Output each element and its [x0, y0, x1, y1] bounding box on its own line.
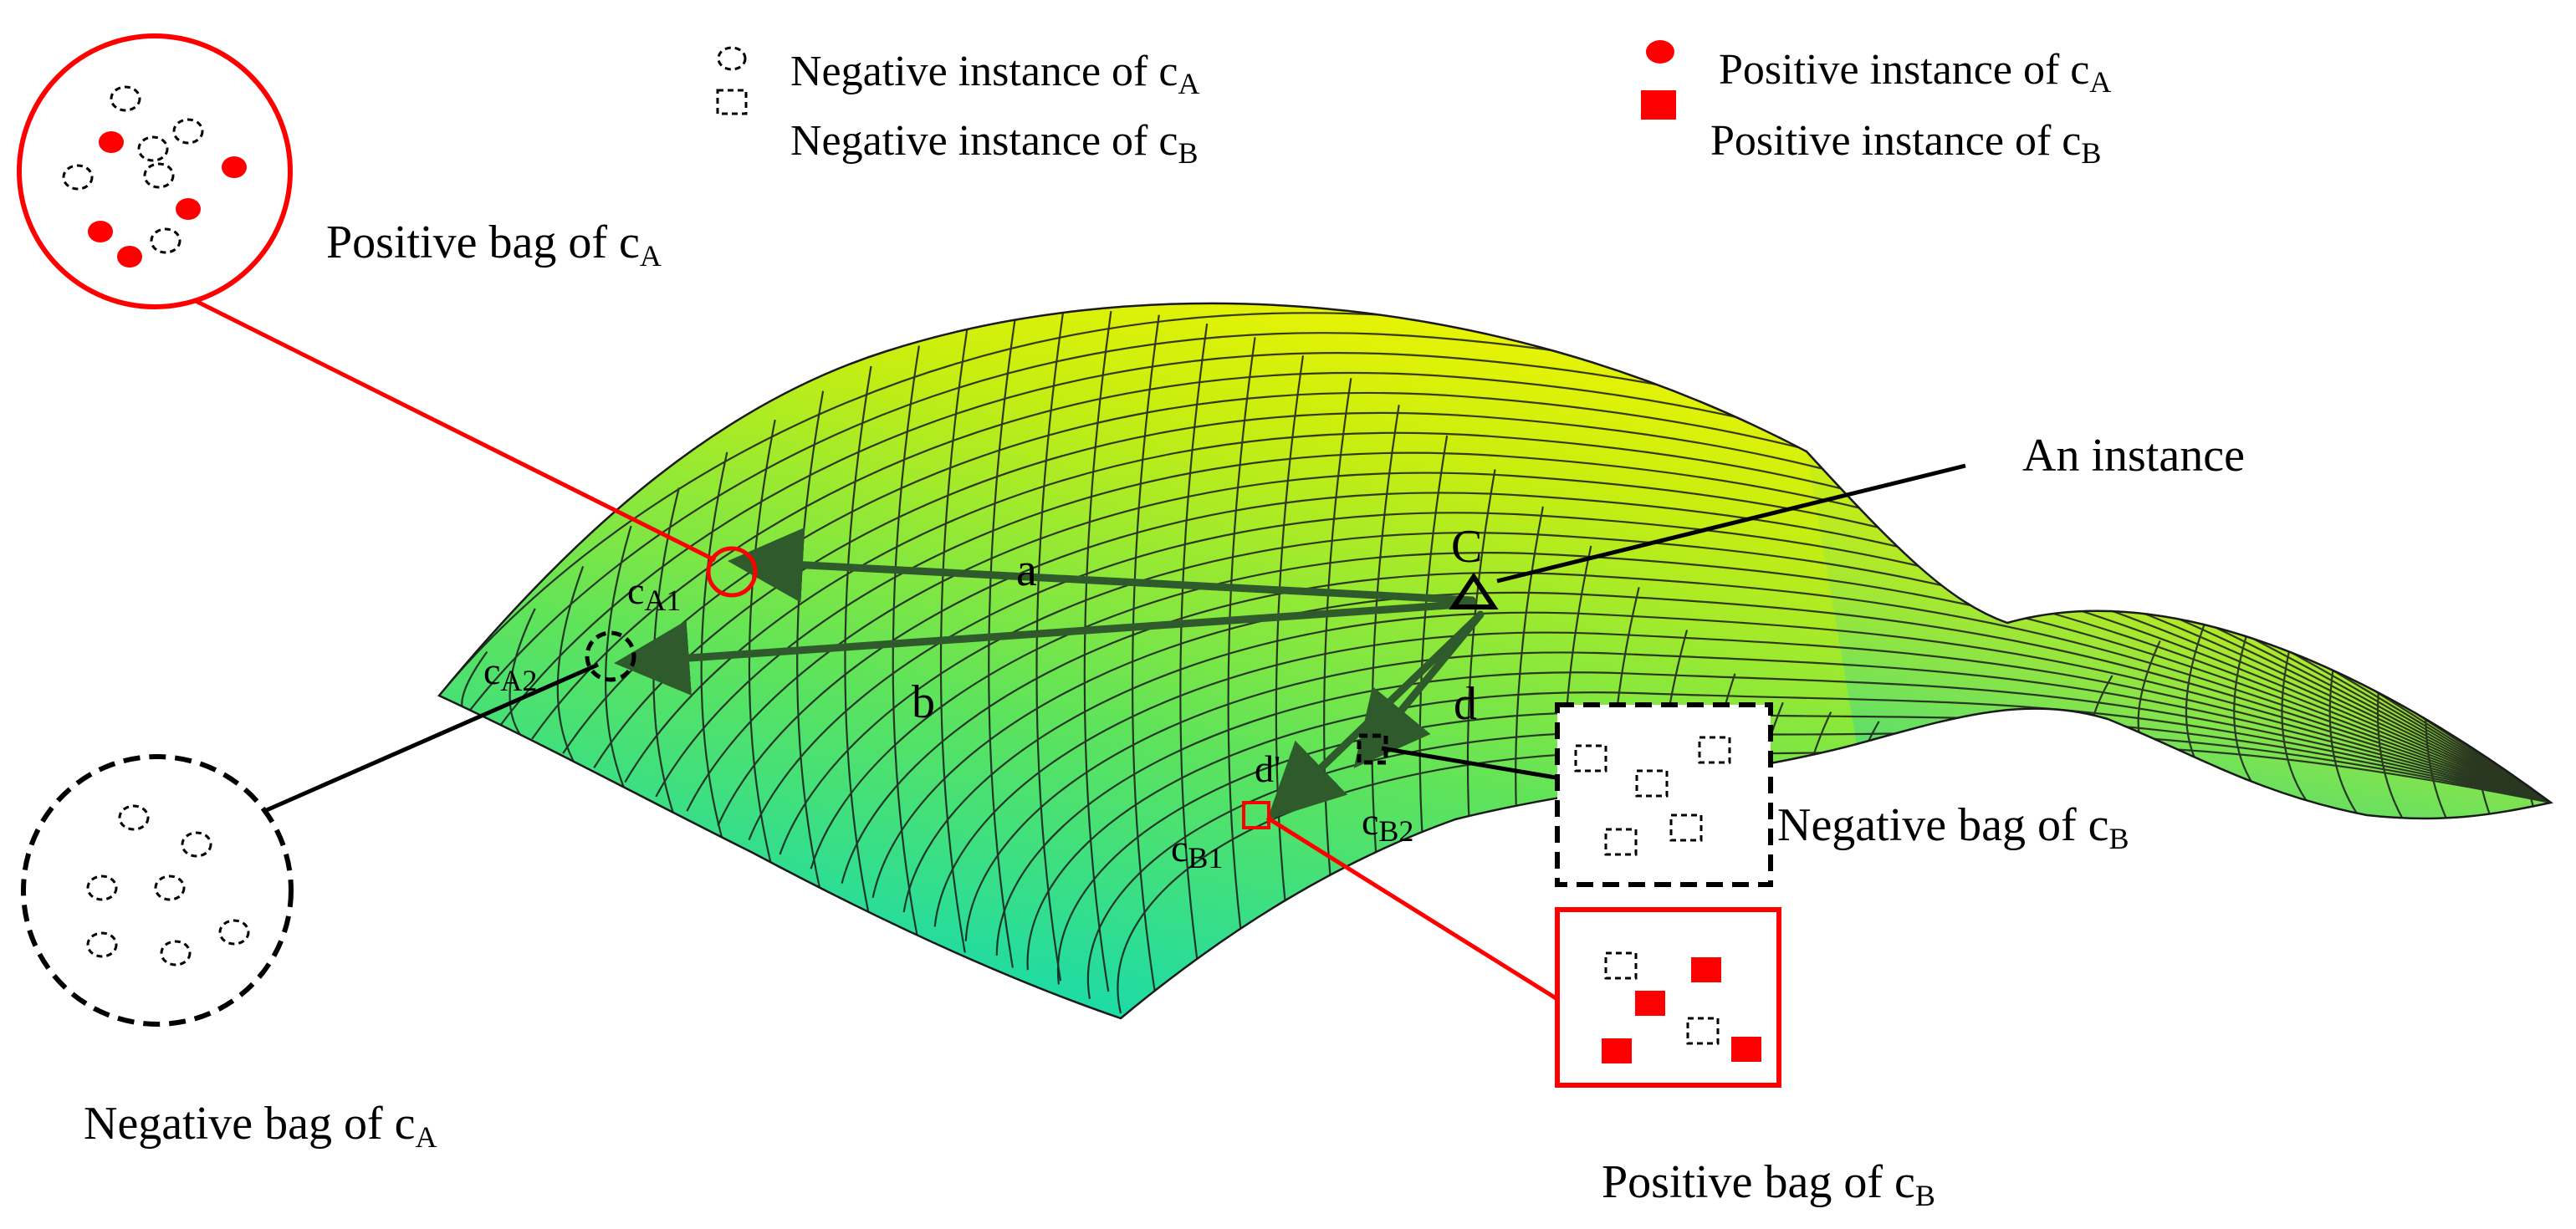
positive-bag-a-label: Positive bag of cA — [326, 217, 662, 273]
arrow-b — [614, 599, 1476, 696]
instance-label: An instance — [2022, 430, 2245, 482]
ca2-marker — [585, 630, 636, 682]
legend-pos-b-label: Positive instance of cB — [1710, 117, 2101, 170]
connector-lines — [181, 292, 1966, 1002]
negative-bag-a — [21, 754, 294, 1027]
legend-neg-b-label: Negative instance of cB — [790, 117, 1198, 170]
positive-bag-b — [1555, 907, 1781, 1088]
legend-pos-a-label: Positive instance of cA — [1719, 46, 2111, 99]
legend-neg-a-symbol — [717, 46, 747, 71]
distance-arrows — [614, 527, 1485, 820]
arrow-d-prime-label: d' — [1255, 747, 1280, 790]
arrow-d-label: d — [1454, 678, 1477, 730]
positive-bag-a — [17, 33, 293, 309]
cb1-marker — [1242, 801, 1270, 829]
arrow-a-label: a — [1016, 544, 1037, 596]
instance-c-label: C — [1451, 521, 1482, 573]
arrow-a — [728, 527, 1476, 604]
cb2-label: cB2 — [1362, 800, 1413, 848]
legend: Negative instance of cA Negative instanc… — [716, 40, 2111, 170]
cb1-label: cB1 — [1171, 827, 1223, 875]
instance-triangle — [1449, 572, 1499, 609]
legend-neg-b-symbol — [716, 89, 748, 115]
legend-neg-a-label: Negative instance of cA — [790, 48, 1199, 100]
legend-pos-b-symbol — [1641, 90, 1676, 120]
manifold-surface — [437, 302, 2553, 1020]
negative-bag-b-label: Negative bag of cB — [1777, 799, 2129, 855]
ca2-label: cA2 — [483, 650, 537, 697]
legend-pos-a-symbol — [1646, 40, 1674, 64]
arrow-d-prime — [1267, 614, 1480, 820]
negative-bag-b — [1555, 702, 1773, 887]
ca1-marker — [706, 546, 758, 598]
ca1-label: cA1 — [627, 569, 681, 617]
positive-bag-b-label: Positive bag of cB — [1602, 1156, 1935, 1212]
arrow-b-label: b — [912, 676, 935, 728]
negative-bag-a-label: Negative bag of cA — [84, 1098, 437, 1154]
